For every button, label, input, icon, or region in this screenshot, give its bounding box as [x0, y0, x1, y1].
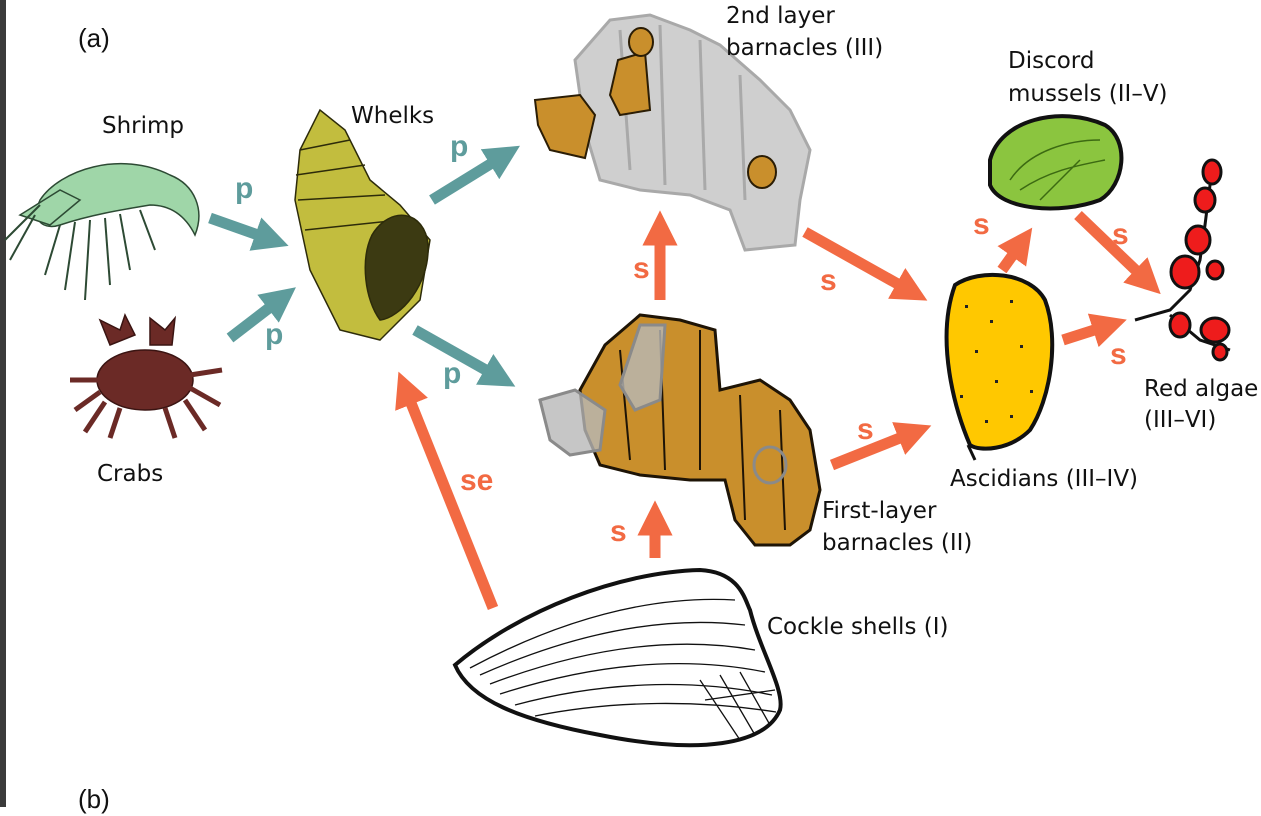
edge-label-first-second: s: [633, 252, 650, 285]
shrimp-illustration: [4, 162, 200, 301]
arrow-crabs-whelks: [226, 287, 296, 343]
edge-label-crabs-whelks: p: [265, 318, 284, 351]
label-crabs: Crabs: [97, 461, 164, 487]
edge-label-mussels-algae: s: [1112, 218, 1129, 251]
first-layer-grey-overlay: [538, 323, 788, 485]
predation-arrows: [208, 145, 520, 387]
edge-label-shrimp-whelks: p: [235, 172, 254, 205]
edge-label-cockle-first: s: [610, 515, 627, 548]
settlement-arrows: [395, 210, 1161, 611]
edge-label-ascidians-algae: s: [1110, 338, 1127, 371]
mussel-illustration: [988, 114, 1124, 211]
label-cockle: Cockle shells (I): [767, 614, 949, 640]
first-layer-barnacles-illustration: [578, 313, 822, 547]
ascidian-illustration: [944, 272, 1055, 461]
panel-label-b: (b): [78, 784, 110, 814]
arrow-shrimp-whelks: [208, 212, 289, 251]
edge-label-first-ascidians: s: [857, 413, 874, 446]
arrow-second-ascidians: [802, 227, 928, 301]
edge-label-whelks-first: p: [443, 357, 462, 390]
arrow-cockle-whelks: [395, 371, 499, 611]
edge-label-cockle-whelks: se: [460, 464, 494, 497]
arrow-ascidians-algae: [1061, 313, 1127, 348]
window-edge: [0, 0, 6, 807]
red-algae-illustration: [1134, 158, 1231, 362]
edge-label-whelks-second: p: [450, 130, 469, 163]
whelk-illustration: [294, 108, 431, 341]
arrow-whelks-second: [429, 145, 520, 205]
label-first-layer-line1: First-layer: [822, 498, 937, 524]
arrow-mussels-algae: [1074, 211, 1161, 295]
label-first-layer-line2: barnacles (II): [822, 530, 973, 556]
cockle-shell-illustration: [452, 567, 783, 748]
label-mussels-line2: mussels (II–V): [1008, 81, 1168, 107]
label-red-algae-line2: (III–VI): [1144, 407, 1217, 433]
panel-label-a: (a): [78, 23, 110, 53]
arrow-first-ascidians: [829, 422, 932, 471]
label-whelks: Whelks: [351, 103, 435, 129]
label-second-layer-line2: barnacles (III): [726, 35, 884, 61]
crab-illustration: [70, 313, 223, 439]
label-red-algae-line1: Red algae: [1144, 376, 1259, 402]
label-ascidians: Ascidians (III–IV): [950, 466, 1139, 492]
edge-label-ascidians-mussels: s: [973, 208, 990, 241]
second-layer-barnacle-small: [533, 27, 777, 189]
edge-label-second-ascidians: s: [820, 264, 837, 297]
arrow-ascidians-mussels: [997, 227, 1033, 274]
label-shrimp: Shrimp: [102, 113, 185, 139]
arrow-whelks-first: [412, 325, 516, 387]
label-mussels-line1: Discord: [1008, 48, 1095, 74]
label-second-layer-line1: 2nd layer: [726, 3, 835, 29]
